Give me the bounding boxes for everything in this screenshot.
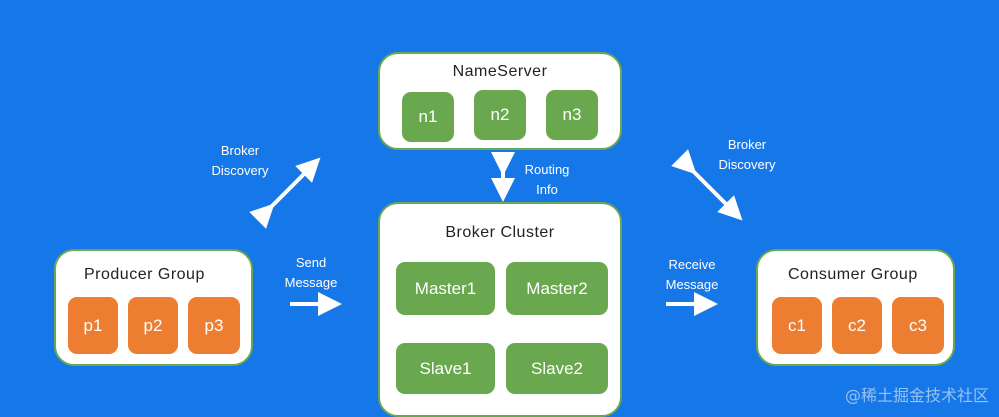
broker-discovery-right-line1: Broker <box>727 137 767 152</box>
broker-discovery-left-label: Broker Discovery <box>200 141 280 181</box>
consumer-group-title: Consumer Group <box>788 266 918 283</box>
broker-discovery-right-label: Broker Discovery <box>702 135 792 175</box>
consumer-node-c1: c1 <box>772 297 822 354</box>
routing-info-line2: Info <box>536 182 558 197</box>
consumer-node-c3: c3 <box>892 297 944 354</box>
send-message-label: Send Message <box>278 253 344 293</box>
receive-message-line1: Receive <box>668 257 716 272</box>
nameserver-node-n3: n3 <box>546 90 598 140</box>
producer-group-box: Producer Group p1 p2 p3 <box>54 249 253 366</box>
broker-master2: Master2 <box>506 262 608 315</box>
producer-node-p1: p1 <box>68 297 118 354</box>
broker-discovery-left-arrow <box>249 157 321 229</box>
receive-message-label: Receive Message <box>656 255 728 295</box>
nameserver-node-n1: n1 <box>402 92 454 142</box>
routing-info-line1: Routing <box>524 162 570 177</box>
send-message-line2: Message <box>284 275 338 290</box>
watermark: @稀土掘金技术社区 <box>844 386 989 405</box>
producer-group-title: Producer Group <box>84 266 205 283</box>
nameserver-box: NameServer n1 n2 n3 <box>378 52 622 150</box>
broker-slave2: Slave2 <box>506 343 608 394</box>
nameserver-node-n2: n2 <box>474 90 526 140</box>
routing-info-label: Routing Info <box>512 160 582 200</box>
broker-cluster-box: Broker Cluster Master1 Master2 Slave1 Sl… <box>378 202 622 417</box>
receive-message-line2: Message <box>665 277 719 292</box>
broker-slave1: Slave1 <box>396 343 495 394</box>
broker-discovery-right-arrow <box>671 149 743 221</box>
producer-node-p2: p2 <box>128 297 178 354</box>
broker-discovery-left-line2: Discovery <box>211 163 269 178</box>
send-message-line1: Send <box>295 255 327 270</box>
broker-cluster-title: Broker Cluster <box>445 224 555 241</box>
consumer-node-c2: c2 <box>832 297 882 354</box>
producer-node-p3: p3 <box>188 297 240 354</box>
broker-master1: Master1 <box>396 262 495 315</box>
broker-discovery-right-line2: Discovery <box>718 157 776 172</box>
consumer-group-box: Consumer Group c1 c2 c3 <box>756 249 955 366</box>
nameserver-title: NameServer <box>452 63 548 80</box>
broker-discovery-left-line1: Broker <box>220 143 260 158</box>
